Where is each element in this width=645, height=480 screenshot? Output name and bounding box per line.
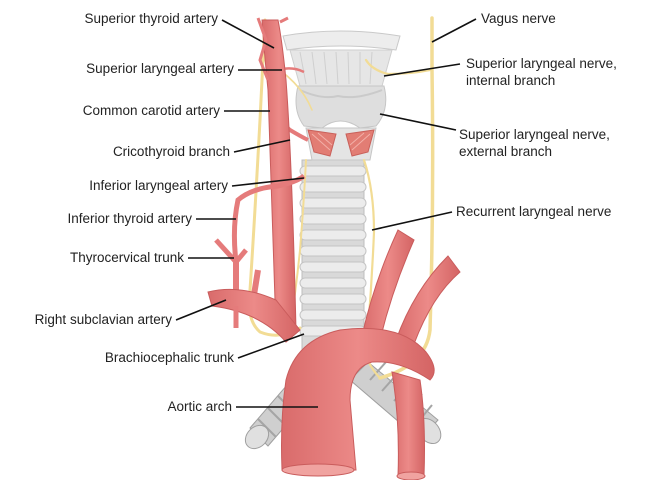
- label-brachiocephalic-trunk: Brachiocephalic trunk: [105, 349, 234, 366]
- label-superior-laryngeal-nerve-internal: Superior laryngeal nerve, internal branc…: [466, 55, 617, 89]
- label-vagus-nerve: Vagus nerve: [481, 10, 556, 27]
- label-aortic-arch: Aortic arch: [167, 398, 232, 415]
- leader-right-subclavian-artery: [176, 300, 226, 320]
- label-cricothyroid-branch: Cricothyroid branch: [113, 143, 230, 160]
- label-thyrocervical-trunk: Thyrocervical trunk: [70, 249, 184, 266]
- label-recurrent-laryngeal-nerve: Recurrent laryngeal nerve: [456, 203, 611, 220]
- label-inferior-laryngeal-artery: Inferior laryngeal artery: [89, 177, 228, 194]
- label-superior-thyroid-artery: Superior thyroid artery: [84, 10, 218, 27]
- label-common-carotid-artery: Common carotid artery: [83, 102, 220, 119]
- label-right-subclavian-artery: Right subclavian artery: [35, 311, 172, 328]
- leader-sln-external: [380, 114, 456, 130]
- leader-sln-internal: [384, 64, 460, 76]
- label-inferior-thyroid-artery: Inferior thyroid artery: [67, 210, 192, 227]
- larynx: [283, 31, 400, 160]
- leader-brachiocephalic-trunk: [238, 334, 304, 358]
- label-superior-laryngeal-artery: Superior laryngeal artery: [86, 60, 234, 77]
- leader-vagus-nerve: [432, 19, 476, 42]
- leader-recurrent-laryngeal-nerve: [372, 212, 452, 230]
- label-superior-laryngeal-nerve-external: Superior laryngeal nerve, external branc…: [459, 126, 610, 160]
